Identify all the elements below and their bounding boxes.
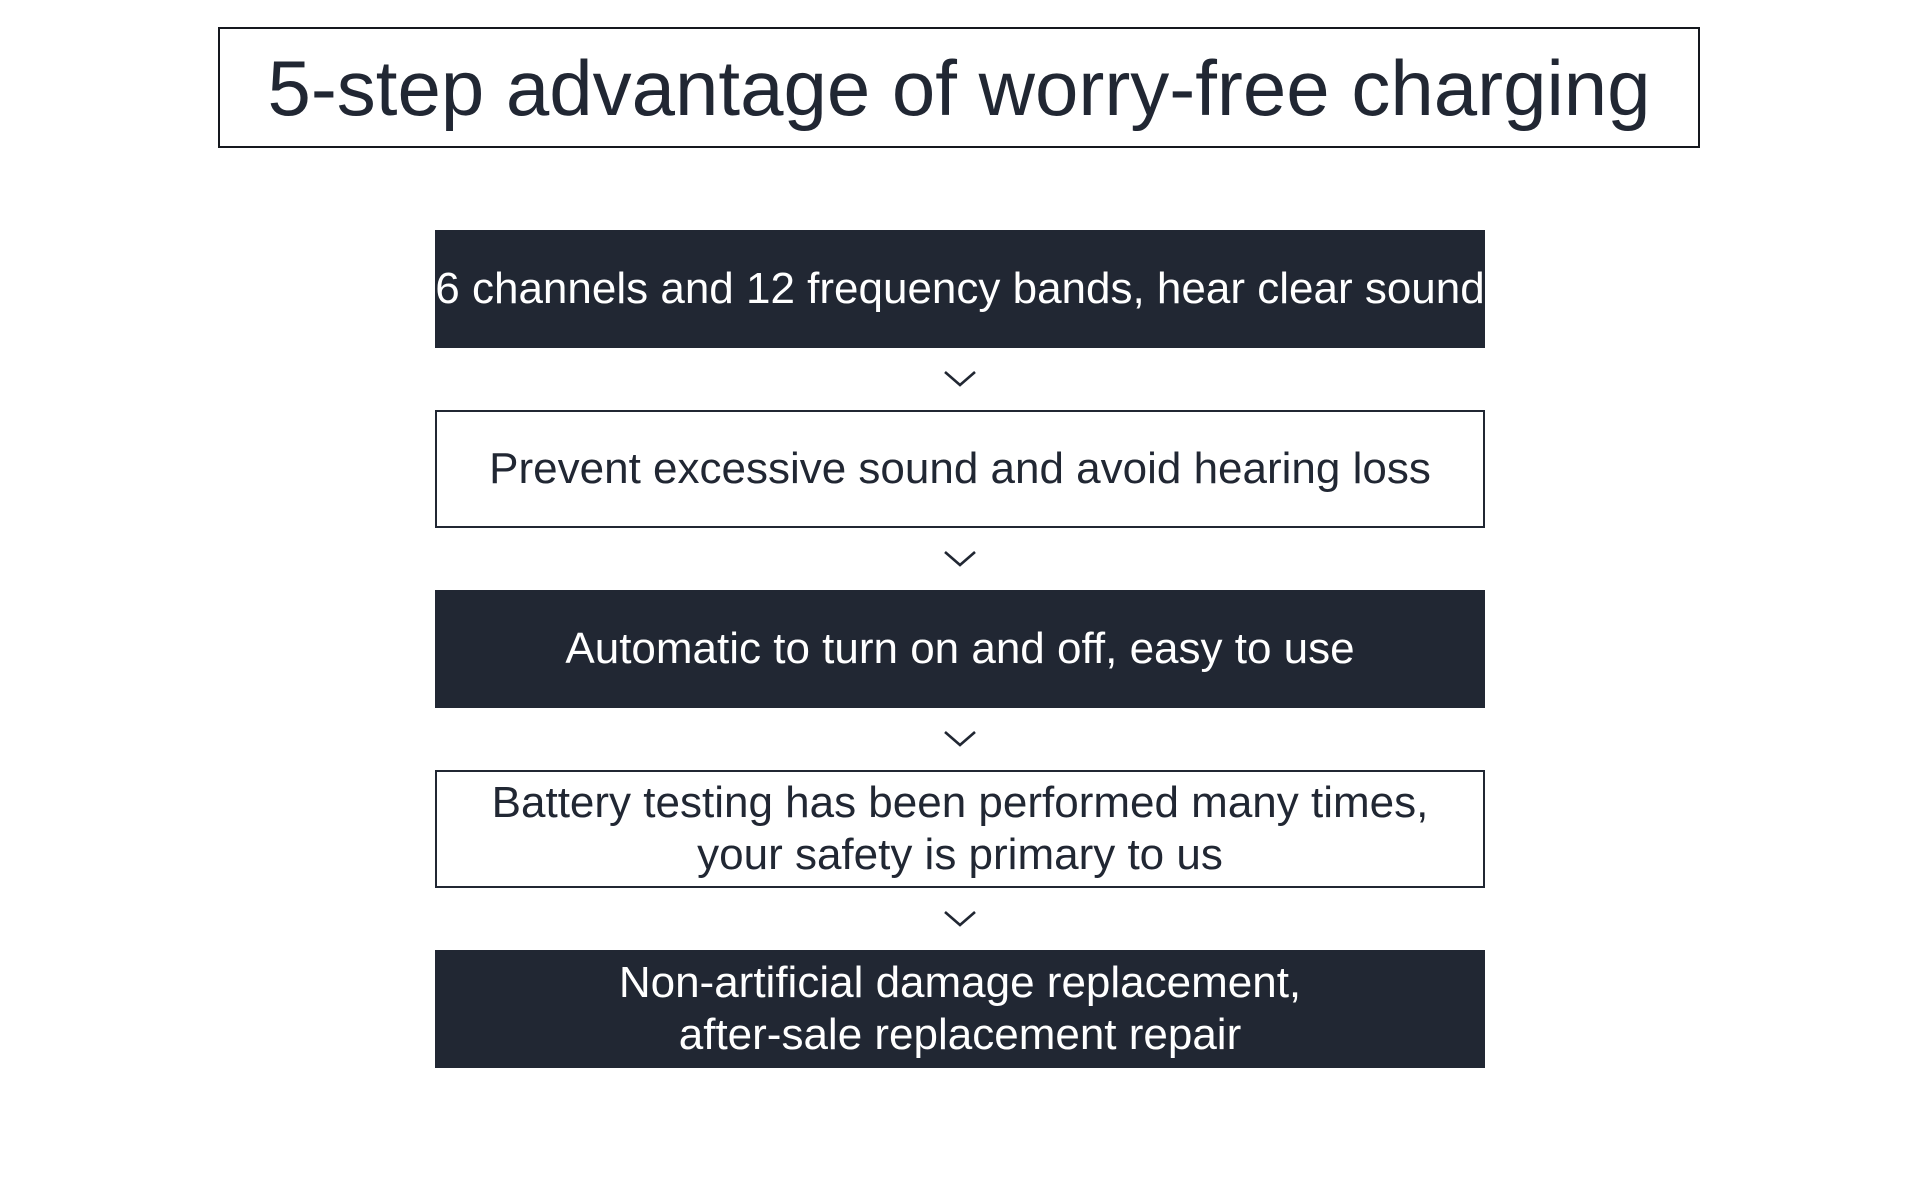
step-connector [435, 708, 1485, 770]
step-1-text-line: 6 channels and 12 frequency bands, hear … [435, 264, 1485, 313]
step-box-5: Non-artificial damage replacement,after-… [435, 950, 1485, 1068]
step-box-4: Battery testing has been performed many … [435, 770, 1485, 888]
step-box-1: 6 channels and 12 frequency bands, hear … [435, 230, 1485, 348]
step-connector [435, 528, 1485, 590]
chevron-down-icon [944, 731, 976, 747]
step-box-2: Prevent excessive sound and avoid hearin… [435, 410, 1485, 528]
chevron-down-icon [944, 371, 976, 387]
title-banner: 5-step advantage of worry-free charging [218, 27, 1700, 148]
step-2-text-line: Prevent excessive sound and avoid hearin… [489, 444, 1431, 493]
step-3-text-line: Automatic to turn on and off, easy to us… [565, 624, 1355, 673]
step-4-text-line: Battery testing has been performed many … [491, 778, 1429, 827]
step-box-3: Automatic to turn on and off, easy to us… [435, 590, 1485, 708]
flow-diagram: 6 channels and 12 frequency bands, hear … [435, 230, 1485, 1068]
chevron-down-icon [944, 911, 976, 927]
step-5-text-line: after-sale replacement repair [678, 1010, 1242, 1059]
step-connector [435, 888, 1485, 950]
chevron-down-icon [944, 551, 976, 567]
step-4-text-line: your safety is primary to us [697, 830, 1223, 879]
page-title: 5-step advantage of worry-free charging [267, 43, 1651, 132]
step-connector [435, 348, 1485, 410]
step-5-text-line: Non-artificial damage replacement, [618, 958, 1302, 1007]
